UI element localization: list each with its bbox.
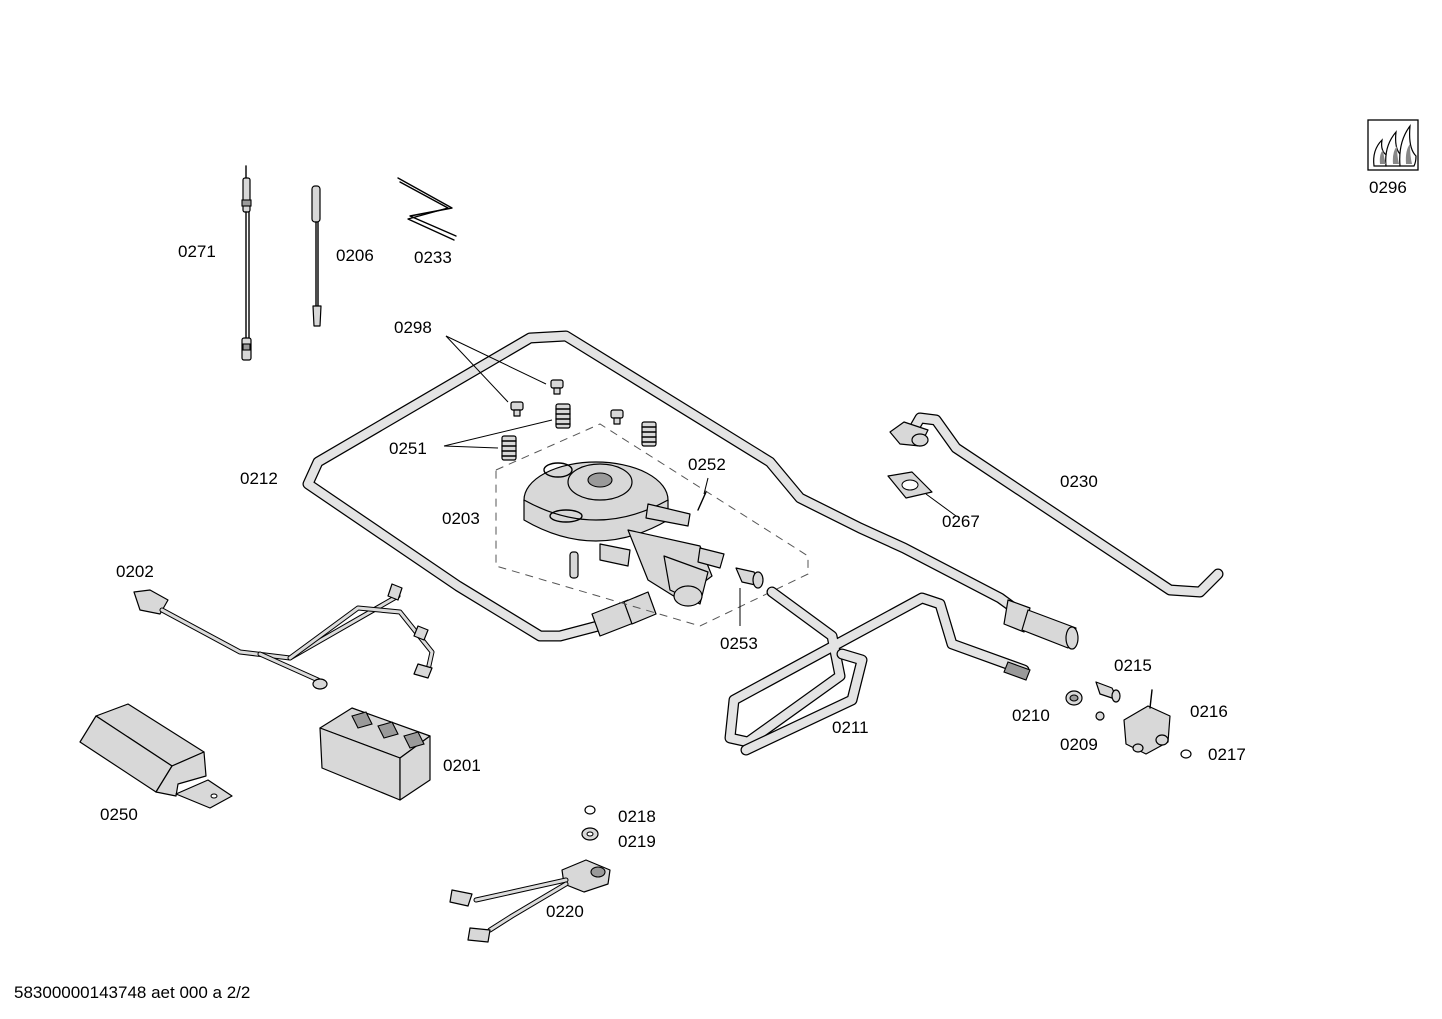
part-0201-ignition-module (319, 707, 431, 801)
label-0250: 0250 (100, 805, 138, 824)
label-0218: 0218 (618, 807, 656, 826)
label-0201: 0201 (443, 756, 481, 775)
label-0216: 0216 (1190, 702, 1228, 721)
part-0203-burner-assembly (495, 423, 809, 627)
label-0209: 0209 (1060, 735, 1098, 754)
part-0250-bracket (79, 703, 233, 809)
label-0211: 0211 (832, 718, 869, 737)
part-0230-gas-pipe (889, 412, 1224, 598)
label-0252: 0252 (688, 455, 726, 474)
part-0217-o-ring (1180, 749, 1192, 759)
part-0211-gas-pipe (724, 586, 1031, 756)
part-0210-fitting (1065, 690, 1083, 706)
label-0267: 0267 (942, 512, 980, 531)
part-0219-washer (581, 827, 599, 841)
label-0212: 0212 (240, 469, 278, 488)
part-0251-springs (443, 403, 657, 461)
part-0253-nozzle (735, 567, 764, 626)
label-0298: 0298 (394, 318, 432, 337)
part-0215-spindle (1095, 681, 1121, 703)
part-0202-wiring-harness (133, 583, 435, 690)
label-0220: 0220 (546, 902, 584, 921)
label-0206: 0206 (336, 246, 374, 265)
part-0206-ignition-electrode (311, 185, 322, 327)
part-0271-thermocouple (241, 165, 252, 361)
three-flames-icon (1367, 119, 1419, 171)
label-0296: 0296 (1369, 178, 1407, 197)
part-0220-ignition-switch (449, 859, 611, 943)
label-0219: 0219 (618, 832, 656, 851)
label-0271: 0271 (178, 242, 216, 261)
part-0298-screws (445, 335, 624, 425)
label-0215: 0215 (1114, 656, 1152, 675)
part-0218-clip (584, 805, 596, 815)
part-0216-gas-tap (1123, 689, 1171, 755)
part-0233-spring-clip (397, 177, 457, 241)
part-0209-washer (1095, 711, 1105, 721)
document-id: 58300000143748 aet 000 a 2/2 (14, 983, 250, 1002)
label-0217: 0217 (1208, 745, 1246, 764)
label-0233: 0233 (414, 248, 452, 267)
label-0230: 0230 (1060, 472, 1098, 491)
part-0267-gasket (887, 471, 957, 517)
label-0251: 0251 (389, 439, 427, 458)
label-0203: 0203 (442, 509, 480, 528)
part-0252-screw (697, 477, 709, 511)
label-0210: 0210 (1012, 706, 1050, 725)
label-0202: 0202 (116, 562, 154, 581)
label-0253: 0253 (720, 634, 758, 653)
